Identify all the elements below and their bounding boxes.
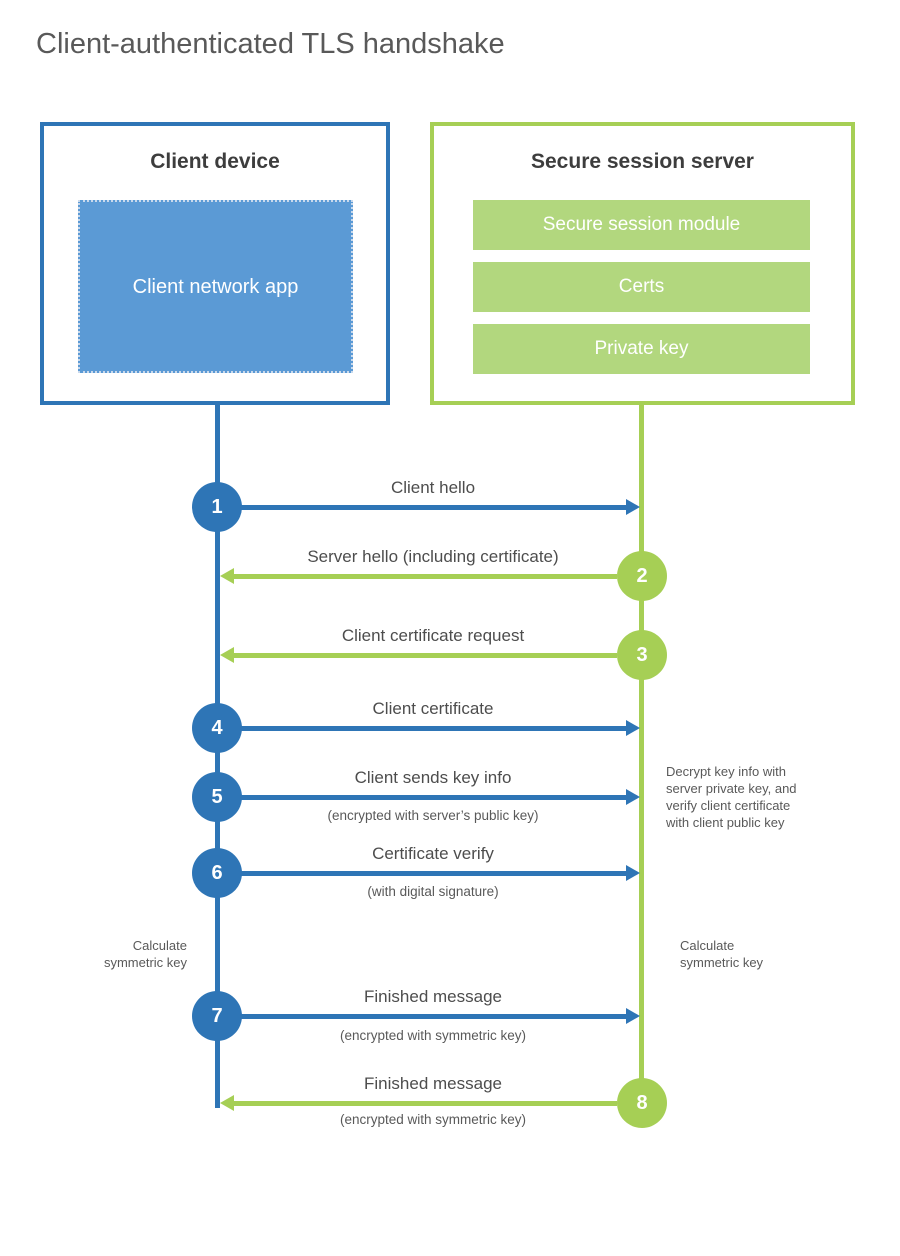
server-decrypt-note-line: with client public key — [666, 815, 785, 830]
step-2-arrow-shaft — [234, 574, 617, 579]
step-7-sublabel: (encrypted with symmetric key) — [339, 1028, 527, 1043]
step-7-label: Finished message — [364, 987, 502, 1006]
step-1-arrow-head-icon — [626, 499, 640, 515]
step-1-arrow-shaft — [240, 505, 626, 510]
server-module-certs: Certs — [473, 262, 810, 312]
step-6-sublabel: (with digital signature) — [367, 884, 499, 899]
step-5-circle: 5 — [192, 772, 242, 822]
client-lifeline — [215, 405, 220, 1108]
step-2-label: Server hello (including certificate) — [307, 547, 559, 566]
step-1-label: Client hello — [390, 478, 476, 497]
step-1-circle: 1 — [192, 482, 242, 532]
client-device-box: Client device Client network app — [40, 122, 390, 405]
step-5-sublabel: (encrypted with server’s public key) — [327, 808, 539, 823]
secure-session-server-box: Secure session server Secure session mod… — [430, 122, 855, 405]
step-5-label: Client sends key info — [354, 768, 512, 787]
step-4-arrow-head-icon — [626, 720, 640, 736]
step-8-sublabel: (encrypted with symmetric key) — [339, 1112, 527, 1127]
server-lifeline — [639, 405, 644, 1105]
secure-session-server-title: Secure session server — [531, 150, 754, 173]
client-network-app-block: Client network app — [78, 200, 353, 373]
step-2-circle: 2 — [617, 551, 667, 601]
step-3-arrow-shaft — [234, 653, 617, 658]
step-4-circle: 4 — [192, 703, 242, 753]
step-8-label: Finished message — [364, 1074, 502, 1093]
step-4-arrow-shaft — [240, 726, 626, 731]
server-decrypt-note-line: Decrypt key info with — [666, 764, 786, 779]
step-7-arrow-shaft — [240, 1014, 626, 1019]
server-decrypt-note: Decrypt key info with server private key… — [666, 763, 846, 831]
step-8-arrow-head-icon — [220, 1095, 234, 1111]
client-calculate-symmetric-key-note: Calculate symmetric key — [103, 938, 187, 970]
server-module-secure-session: Secure session module — [473, 200, 810, 250]
step-7-arrow-head-icon — [626, 1008, 640, 1024]
page-title: Client-authenticated TLS handshake — [36, 28, 505, 60]
step-8-circle: 8 — [617, 1078, 667, 1128]
step-6-circle: 6 — [192, 848, 242, 898]
step-3-label: Client certificate request — [341, 626, 525, 645]
server-decrypt-note-line: verify client certificate — [666, 798, 791, 813]
step-3-arrow-head-icon — [220, 647, 234, 663]
step-5-arrow-shaft — [240, 795, 626, 800]
step-6-arrow-shaft — [240, 871, 626, 876]
client-network-app-label: Client network app — [132, 275, 299, 298]
client-device-title: Client device — [150, 150, 280, 173]
step-4-label: Client certificate — [372, 699, 494, 718]
step-6-label: Certificate verify — [372, 844, 494, 863]
server-calculate-symmetric-key-note: Calculate symmetric key — [680, 938, 764, 970]
server-decrypt-note-line: server private key, and — [666, 781, 797, 796]
step-6-arrow-head-icon — [626, 865, 640, 881]
step-3-circle: 3 — [617, 630, 667, 680]
step-7-circle: 7 — [192, 991, 242, 1041]
step-5-arrow-head-icon — [626, 789, 640, 805]
server-module-private-key: Private key — [473, 324, 810, 374]
step-2-arrow-head-icon — [220, 568, 234, 584]
step-8-arrow-shaft — [234, 1101, 617, 1106]
